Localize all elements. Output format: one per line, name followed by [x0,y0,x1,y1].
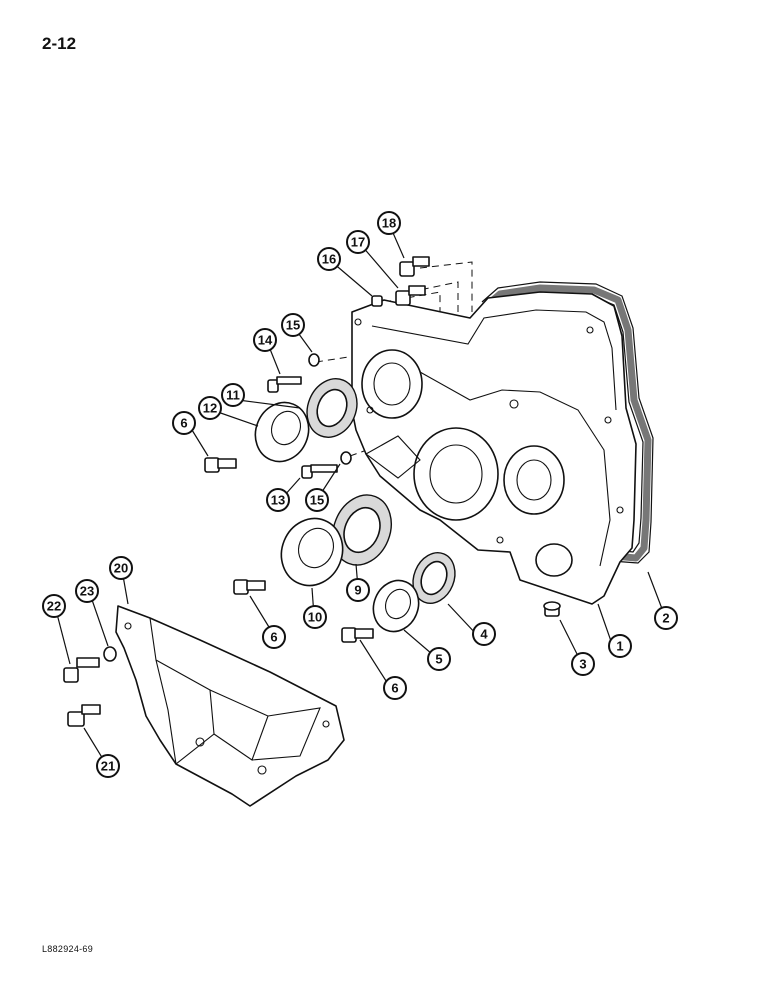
seal-gasket-11 [306,378,358,438]
callout-18: 18 [377,211,401,235]
svg-text:6: 6 [180,416,187,431]
svg-text:18: 18 [382,216,396,231]
seal-gasket-4 [412,552,456,604]
svg-text:23: 23 [80,584,94,599]
svg-text:20: 20 [114,561,128,576]
callout-12: 12 [198,396,222,420]
svg-text:21: 21 [101,759,115,774]
callout-14: 14 [253,328,277,352]
svg-text:15: 15 [286,318,300,333]
svg-text:6: 6 [391,681,398,696]
callout-5: 5 [427,647,451,671]
callout-15-lower: 15 [305,488,329,512]
callout-9: 9 [346,578,370,602]
callout-17: 17 [346,230,370,254]
svg-text:5: 5 [435,652,442,667]
front-cover [351,291,637,605]
svg-text:10: 10 [308,610,322,625]
callout-11: 11 [221,383,245,407]
callouts: 1 2 3 4 5 6 6 6 9 10 11 12 13 14 15 15 1… [42,211,678,778]
svg-text:9: 9 [354,583,361,598]
callout-13: 13 [266,488,290,512]
callout-6-lower: 6 [383,676,407,700]
callout-6-middle: 6 [262,625,286,649]
svg-text:6: 6 [270,630,277,645]
svg-text:3: 3 [579,657,586,672]
svg-text:11: 11 [226,388,240,403]
callout-15-upper: 15 [281,313,305,337]
svg-text:1: 1 [616,639,623,654]
callout-4: 4 [472,622,496,646]
fasteners [63,256,430,727]
cover-plate-10 [280,517,344,587]
svg-text:17: 17 [351,235,365,250]
svg-text:12: 12 [203,401,217,416]
callout-2: 2 [654,606,678,630]
page-number: 2-12 [42,34,77,53]
drain-plug [543,601,561,617]
callout-10: 10 [303,605,327,629]
callout-1: 1 [608,634,632,658]
cover-plate-12 [254,401,310,463]
svg-text:4: 4 [480,627,488,642]
callout-6-upper: 6 [172,411,196,435]
cover-plate-5 [372,579,420,633]
svg-text:2: 2 [662,611,669,626]
svg-text:15: 15 [310,493,324,508]
svg-text:13: 13 [271,493,285,508]
callout-21: 21 [96,754,120,778]
leader-lines [55,225,665,765]
callout-23: 23 [75,579,99,603]
svg-text:16: 16 [322,252,336,267]
callout-3: 3 [571,652,595,676]
svg-text:22: 22 [47,599,61,614]
callout-16: 16 [317,247,341,271]
support-bracket [115,605,345,807]
callout-20: 20 [109,556,133,580]
seal-gasket-9 [332,494,392,566]
figure-code: L882924-69 [42,944,94,954]
svg-text:14: 14 [258,333,273,348]
callout-22: 22 [42,594,66,618]
